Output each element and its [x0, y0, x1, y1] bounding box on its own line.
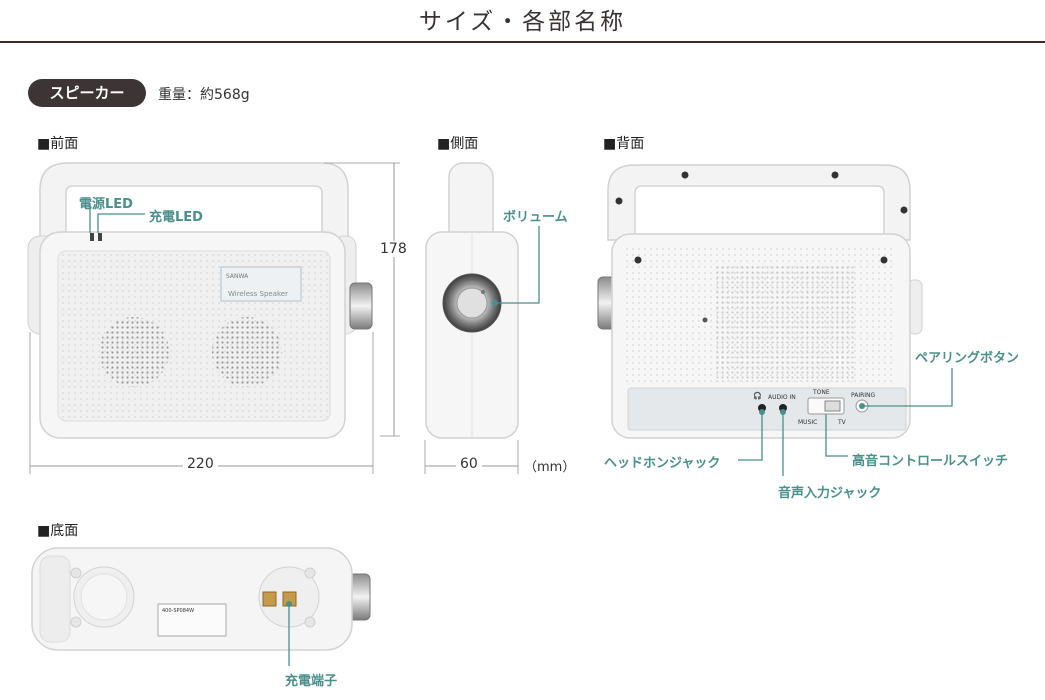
power-led [90, 233, 94, 241]
back-tv-text: TV [837, 419, 847, 426]
side-view-label: ■側面 [437, 136, 479, 152]
back-pairing-text: PAIRING [851, 392, 876, 399]
charge-terminal-callout: 充電端子 [285, 674, 338, 689]
bottom-model-text: 400-SP084W [162, 608, 194, 614]
charge-pin [262, 591, 277, 607]
front-model-text: Wireless Speaker [228, 290, 288, 298]
bottom-view-label: ■底面 [37, 523, 79, 539]
width-dimension: 220 [183, 456, 218, 472]
page-title: サイズ・各部名称 [418, 9, 627, 35]
audio-in-jack-callout: 音声入力ジャック [778, 486, 882, 501]
depth-dimension: 60 [456, 456, 482, 472]
pairing-button-callout: ペアリングボタン [915, 351, 1020, 366]
weight-text: 重量：約568g [158, 87, 250, 103]
tone-switch-callout: 高音コントロールスイッチ [852, 454, 1009, 469]
front-brand-text: SANWA [226, 273, 249, 280]
height-dimension: 178 [376, 241, 411, 257]
dimension-unit: （mm） [524, 460, 576, 475]
charge-led [98, 233, 102, 241]
headphone-jack-callout: ヘッドホンジャック [604, 456, 721, 471]
side-speaker [425, 162, 519, 439]
back-view-label: ■背面 [603, 136, 645, 152]
charge-led-callout: 充電LED [149, 210, 203, 225]
front-speaker: SANWA Wireless Speaker [27, 162, 373, 439]
back-tone-text: TONE [812, 389, 830, 396]
back-speaker: 🎧 AUDIO IN TONE PAIRING MUSIC TV [597, 164, 923, 439]
volume-callout: ボリューム [503, 210, 568, 225]
svg-text:🎧: 🎧 [753, 391, 762, 400]
product-badge: スピーカー [28, 79, 146, 107]
power-led-callout: 電源LED [79, 197, 133, 212]
back-music-text: MUSIC [798, 419, 817, 426]
title-divider [0, 41, 1045, 43]
front-view-label: ■前面 [37, 136, 79, 152]
bottom-speaker: 400-SP084W [31, 547, 371, 651]
back-audio-in-text: AUDIO IN [768, 394, 796, 401]
